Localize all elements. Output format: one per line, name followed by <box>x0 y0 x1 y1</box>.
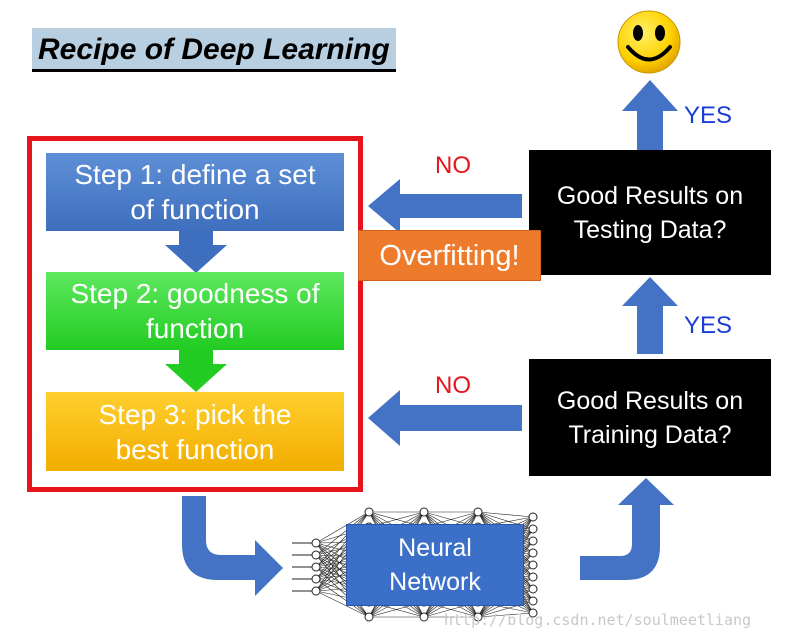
diagram-title: Recipe of Deep Learning <box>32 28 396 72</box>
step1-box: Step 1: define a set of function <box>46 153 344 231</box>
network-node <box>419 612 429 622</box>
network-node <box>311 550 321 560</box>
network-to-training-arrow <box>580 478 674 580</box>
network-node <box>528 536 538 546</box>
smiley-face-icon <box>617 10 681 74</box>
network-node <box>528 608 538 618</box>
testing-decision-label: Good Results on Testing Data? <box>556 181 744 244</box>
step2-label: Step 2: goodness of function <box>70 278 320 344</box>
network-node <box>528 560 538 570</box>
network-node <box>528 596 538 606</box>
step2-to-step3-arrow <box>165 350 227 392</box>
network-node <box>364 507 374 517</box>
no-training-arrow <box>368 390 522 446</box>
overfitting-label: Overfitting! <box>358 230 541 281</box>
network-node <box>473 612 483 622</box>
yes-testing-label: YES <box>684 102 733 129</box>
network-node <box>311 574 321 584</box>
network-node <box>419 507 429 517</box>
watermark: http://blog.csdn.net/soulmeetliang <box>444 611 752 629</box>
testing-decision-box: Good Results on Testing Data? <box>529 150 771 275</box>
no-testing-label: NO <box>435 152 471 179</box>
neural-network-box: Neural Network <box>346 524 524 606</box>
step3-box: Step 3: pick the best function <box>46 392 344 471</box>
yes-training-label: YES <box>684 312 733 339</box>
network-node <box>528 572 538 582</box>
steps-frame <box>27 136 363 492</box>
network-node <box>528 548 538 558</box>
network-node <box>528 512 538 522</box>
network-node <box>528 524 538 534</box>
step1-to-step2-arrow <box>165 231 227 273</box>
step1-label: Step 1: define a set of function <box>74 159 316 225</box>
yes-testing-arrow <box>622 80 678 150</box>
network-node <box>364 612 374 622</box>
network-node <box>311 562 321 572</box>
training-decision-box: Good Results on Training Data? <box>529 359 771 476</box>
network-node <box>311 538 321 548</box>
training-decision-label: Good Results on Training Data? <box>556 386 744 449</box>
neural-network-label: Neural Network <box>389 534 481 596</box>
step3-label: Step 3: pick the best function <box>98 398 292 465</box>
network-node <box>528 584 538 594</box>
step2-box: Step 2: goodness of function <box>46 272 344 350</box>
steps-to-network-arrow <box>182 496 283 596</box>
network-node <box>311 586 321 596</box>
no-testing-arrow <box>368 179 522 233</box>
yes-training-arrow <box>622 277 678 354</box>
no-training-label: NO <box>435 372 471 399</box>
network-node <box>473 507 483 517</box>
